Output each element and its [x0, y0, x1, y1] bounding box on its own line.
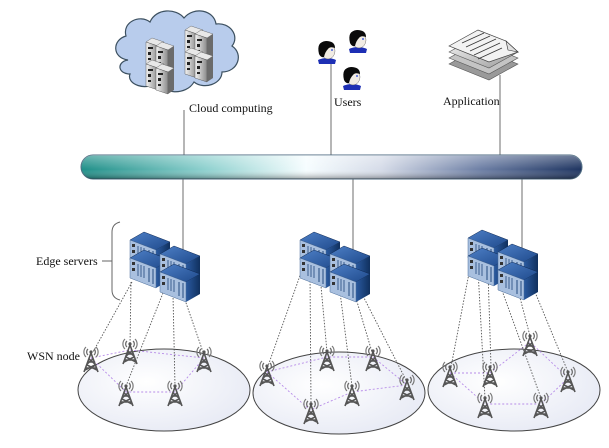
tower-icon	[83, 346, 99, 373]
edge-server-cluster-1	[129, 231, 201, 303]
tower-icon	[522, 330, 538, 357]
edge-server-cluster-3	[467, 229, 539, 301]
edge-servers-label: Edge servers	[36, 254, 98, 268]
wsn-cluster-area-3	[427, 348, 601, 432]
wsn-node-label: WSN node	[27, 349, 80, 363]
application-document-icon	[448, 29, 519, 81]
network-backbone-bar	[80, 154, 583, 180]
application-label: Application	[443, 94, 500, 108]
wsn-cluster-area-2	[252, 351, 426, 435]
cloud-icon	[115, 10, 239, 95]
edge-server-cluster-2	[299, 231, 371, 303]
users-label: Users	[334, 95, 362, 109]
mesh-links	[90, 341, 569, 411]
server-node-links	[92, 267, 569, 405]
cloud-computing-label: Cloud computing	[189, 101, 273, 115]
wsn-cluster-area-1	[77, 348, 251, 432]
edge-servers-bracket	[111, 221, 121, 301]
users-icon	[317, 29, 368, 91]
